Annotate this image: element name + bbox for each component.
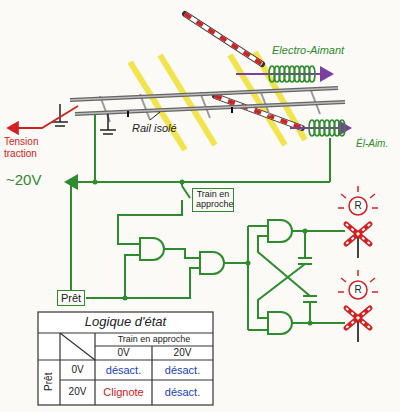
- table-cell: Clignote: [95, 386, 152, 399]
- part-label: Él-Aim.: [356, 138, 396, 150]
- wiring: [66, 114, 345, 334]
- part-label: Tension traction: [4, 136, 64, 159]
- table-cell: 20V: [60, 386, 95, 398]
- table-cell: 20V: [152, 347, 213, 359]
- table-cell: désact.: [95, 364, 152, 377]
- part-label: Rail isolé: [132, 122, 202, 135]
- table-cell: Prêt: [43, 363, 55, 401]
- table-cell: 0V: [60, 364, 95, 376]
- road-stripes: [130, 52, 305, 150]
- rails: [70, 88, 345, 122]
- table-cell: 0V: [95, 347, 152, 359]
- state-table: [38, 312, 213, 405]
- warning-lamps: [338, 186, 378, 342]
- ready-box: Prêt: [57, 290, 85, 306]
- lamp-letter: R: [350, 200, 366, 212]
- part-label: ~20V: [6, 171, 62, 188]
- table-cell: Train en approche: [95, 334, 213, 344]
- table-cell: Logique d'état: [38, 315, 213, 330]
- lamp-letter: R: [350, 284, 366, 296]
- table-cell: désact.: [152, 386, 213, 399]
- node-text: Train en approche: [196, 190, 230, 210]
- traction-arrow: [8, 106, 78, 128]
- ground-symbols: [52, 104, 116, 134]
- coil-turn: [309, 66, 315, 82]
- part-label: Electro-Aimant: [272, 44, 362, 57]
- coil-turn: [339, 120, 345, 136]
- table-cell: désact.: [152, 364, 213, 377]
- node-text: Prêt: [61, 292, 81, 304]
- barriers: [185, 14, 302, 128]
- coil-windings: [269, 66, 345, 136]
- junction-dots: [69, 180, 313, 326]
- leader-line: [150, 112, 160, 120]
- switch-box: Train en approche: [192, 188, 234, 212]
